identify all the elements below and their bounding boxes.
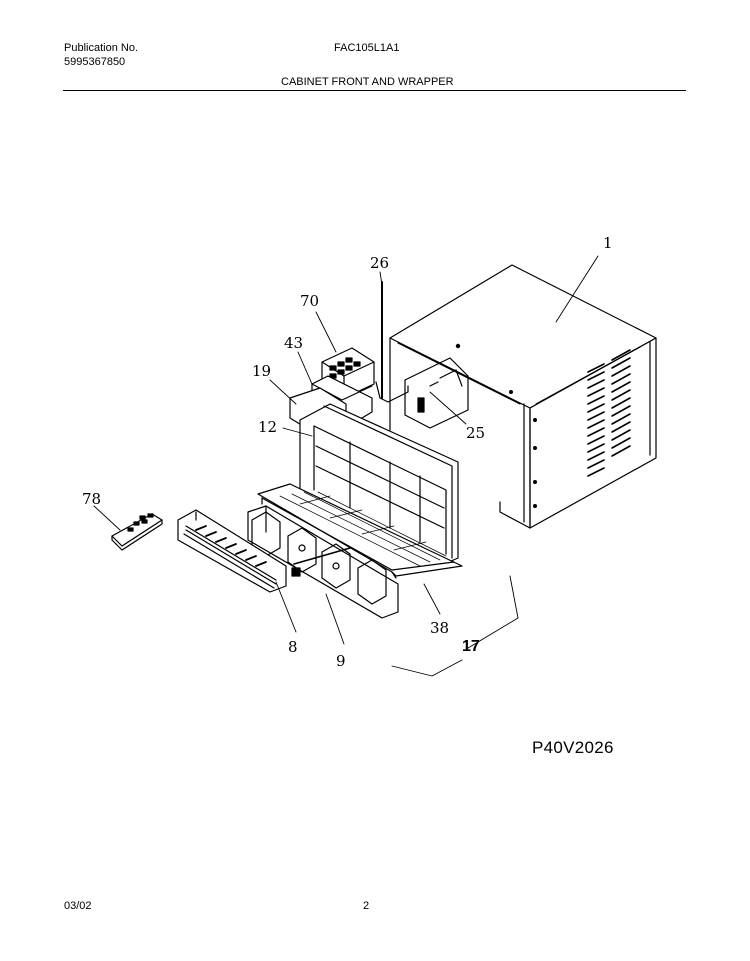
callout-front-panel: 38 [430,619,449,637]
callout-assembly: 17 [462,638,480,655]
filter-drawing [299,403,459,567]
callout-louvers: 9 [336,652,346,670]
callout-bracket: 26 [370,254,389,272]
section-title: CABINET FRONT AND WRAPPER [281,76,454,88]
bracket-drawing [375,281,409,403]
grille-drawing [177,509,287,593]
header-rule [63,90,686,91]
publication-number: 5995367850 [64,56,126,68]
callout-control-panel: 70 [300,292,319,310]
callout-grille: 8 [288,638,298,656]
callout-front-top: 43 [284,334,303,352]
callout-remote: 78 [82,490,101,508]
footer-date: 03/02 [64,900,92,912]
model-number: FAC105L1A1 [334,42,400,54]
front-panel-drawing [257,483,463,579]
leader-lines [93,255,599,677]
remote-control-drawing [111,513,163,551]
callout-filter: 12 [258,418,277,436]
callout-label: 19 [252,362,271,380]
diagram-code: P40V2026 [532,738,614,757]
page-number: 2 [363,900,370,912]
callout-wrapper: 1 [603,234,613,252]
publication-label: Publication No. [64,42,138,54]
cabinet-wrapper-drawing [389,264,657,529]
callout-part-25: 25 [466,424,485,442]
